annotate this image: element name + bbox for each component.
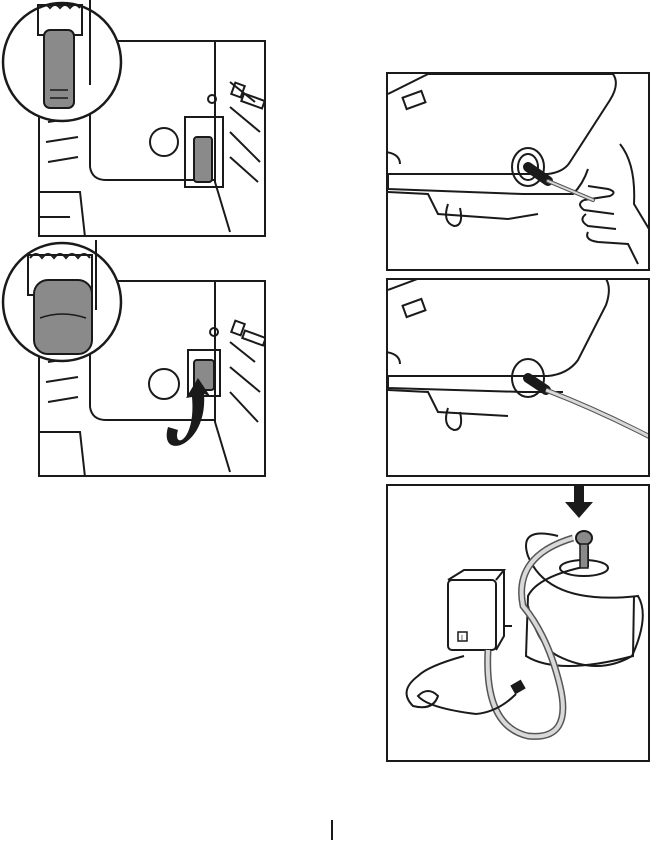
bottle-pump-drawing: I [388,486,650,762]
pump-hose-seated-drawing [388,280,650,477]
pump-hose-insert-drawing [388,74,650,271]
figure-hose-seated [386,278,650,477]
page-divider [331,820,333,840]
plug-icon [510,680,525,695]
figure-bottle-pump-setup: I [386,484,650,762]
magnifier-filter-closeup [0,0,124,124]
press-down-arrow-icon [565,486,593,518]
figure-hose-insert [386,72,650,271]
magnifier-filter-cap-closeup [0,240,124,364]
pump-switch-label: I [461,635,463,642]
